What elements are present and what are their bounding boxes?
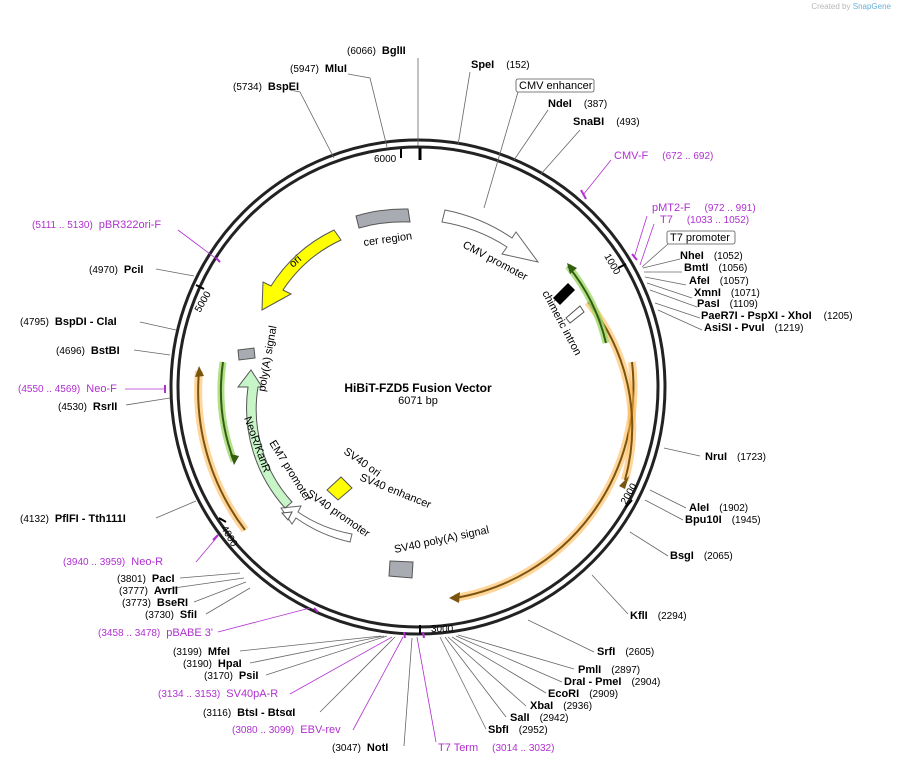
site-spei: SpeI(152) xyxy=(471,59,530,71)
site-hpai: (3190)HpaI xyxy=(183,658,242,670)
primer-leaders xyxy=(125,159,655,743)
site-leaders xyxy=(125,58,703,747)
sv40-promoter-arrow xyxy=(280,505,353,543)
tick-label-3000: 3000 xyxy=(431,624,454,635)
primer-pmt2-f: pMT2-F(972 .. 991) xyxy=(652,202,756,214)
site-psii: (3170)PsiI xyxy=(204,670,258,682)
site-snabi: SnaBI(493) xyxy=(573,116,640,128)
features xyxy=(236,208,585,579)
plasmid-size: 6071 bp xyxy=(398,395,438,407)
site-alei: AleI(1902) xyxy=(689,502,748,514)
site-pasi: PasI(1109) xyxy=(697,298,758,310)
site-ecori: EcoRI(2909) xyxy=(548,688,618,700)
primer-t7: T7(1033 .. 1052) xyxy=(660,214,749,226)
site-bpu10i: Bpu10I(1945) xyxy=(685,514,761,526)
tick-label-6000: 6000 xyxy=(374,154,397,165)
site-bglii: (6066)BglII xyxy=(347,45,406,57)
site-clai: (4795)BspDI - ClaI xyxy=(20,316,117,328)
cer-region-box xyxy=(355,208,411,229)
credit-prefix: Created by xyxy=(811,2,851,11)
snapgene-credit: Created by SnapGene xyxy=(811,2,891,11)
label-cmv-enhancer: CMV enhancer xyxy=(519,80,593,92)
sv40-ori-box xyxy=(326,476,353,501)
site-rsrii: (4530)RsrII xyxy=(58,401,117,413)
green-arcs xyxy=(217,263,610,465)
site-noti: (3047)NotI xyxy=(332,742,388,754)
site-nrui: NruI(1723) xyxy=(705,451,766,463)
site-nhei: NheI(1052) xyxy=(680,250,743,262)
site-kfli: KflI(2294) xyxy=(630,610,687,622)
site-bseri: (3773)BseRI xyxy=(122,597,188,609)
site-sfii: (3730)SfiI xyxy=(145,609,197,621)
primer-neo-f: (4550 .. 4569)Neo-F xyxy=(18,383,117,395)
label-cer-region: cer region xyxy=(363,230,413,249)
site-labels: (6066)BglII (5947)MluI (5734)BspEI SpeI(… xyxy=(20,45,853,754)
site-ndei: NdeI(387) xyxy=(548,98,607,110)
cmv-enhancer-box-label: CMV enhancer xyxy=(483,78,595,209)
ori-arrow xyxy=(261,229,342,311)
neo-kanr-arrow xyxy=(236,369,293,509)
intron-small xyxy=(565,305,585,324)
intron-block xyxy=(553,283,575,305)
label-t7-promoter: T7 promoter xyxy=(670,232,730,244)
site-avrii: (3777)AvrII xyxy=(119,585,178,597)
primer-ebv-rev: (3080 .. 3099)EBV-rev xyxy=(232,724,341,736)
label-sv40-enhancer: SV40 enhancer xyxy=(358,472,433,512)
primer-t7-term: T7 Term(3014 .. 3032) xyxy=(438,742,554,754)
site-pcii: (4970)PciI xyxy=(89,264,143,276)
site-xhoi: PaeR7I - PspXI - XhoI(1205) xyxy=(701,310,853,322)
site-btsi: (3116)BtsI - BtsαI xyxy=(203,707,295,719)
site-tth111i: (4132)PflFI - Tth111I xyxy=(20,513,126,525)
site-afei: AfeI(1057) xyxy=(689,275,749,287)
t7-promoter-box-label: T7 promoter xyxy=(641,230,736,268)
cmv-promoter-arrow xyxy=(441,209,540,263)
site-sali: SalI(2942) xyxy=(510,712,568,724)
site-pmli: PmlI(2897) xyxy=(578,664,640,676)
site-srfi: SrfI(2605) xyxy=(597,646,654,658)
backbone-inner xyxy=(176,145,660,629)
site-mfei: (3199)MfeI xyxy=(173,646,230,658)
site-bsgi: BsgI(2065) xyxy=(670,550,733,562)
site-paci: (3801)PacI xyxy=(117,573,175,585)
site-bmti: BmtI(1056) xyxy=(684,262,747,274)
credit-brand: SnapGene xyxy=(852,2,891,11)
tick-marks xyxy=(195,149,633,634)
plasmid-name: HiBiT-FZD5 Fusion Vector xyxy=(344,381,492,395)
site-xbai: XbaI(2936) xyxy=(530,700,592,712)
polya-signal-box xyxy=(237,347,256,361)
primer-pbabe-3: (3458 .. 3478)pBABE 3' xyxy=(98,627,213,639)
site-pvui: AsiSI - PvuI(1219) xyxy=(704,322,803,334)
sv40-polya-box xyxy=(388,560,414,579)
label-sv40-polya: SV40 poly(A) signal xyxy=(393,524,490,556)
site-bstbi: (4696)BstBI xyxy=(56,345,120,357)
site-sbfi: SbfI(2952) xyxy=(488,724,548,736)
label-polya-signal: poly(A) signal xyxy=(256,325,279,393)
primer-sv40pa-r: (3134 .. 3153)SV40pA-R xyxy=(158,688,278,700)
primer-labels: CMV-F(672 .. 692) pMT2-F(972 .. 991) T7(… xyxy=(18,150,756,754)
primer-cmv-f: CMV-F(672 .. 692) xyxy=(614,150,713,162)
site-pmei: DraI - PmeI(2904) xyxy=(564,676,660,688)
em7-arrow xyxy=(280,511,293,521)
site-bspei: (5734)BspEI xyxy=(233,81,299,93)
primer-pbr322ori-f: (5111 .. 5130)pBR322ori-F xyxy=(32,219,161,231)
site-xmni: XmnI(1071) xyxy=(694,287,760,299)
primer-neo-r: (3940 .. 3959)Neo-R xyxy=(63,556,163,568)
site-mlui: (5947)MluI xyxy=(290,63,347,75)
